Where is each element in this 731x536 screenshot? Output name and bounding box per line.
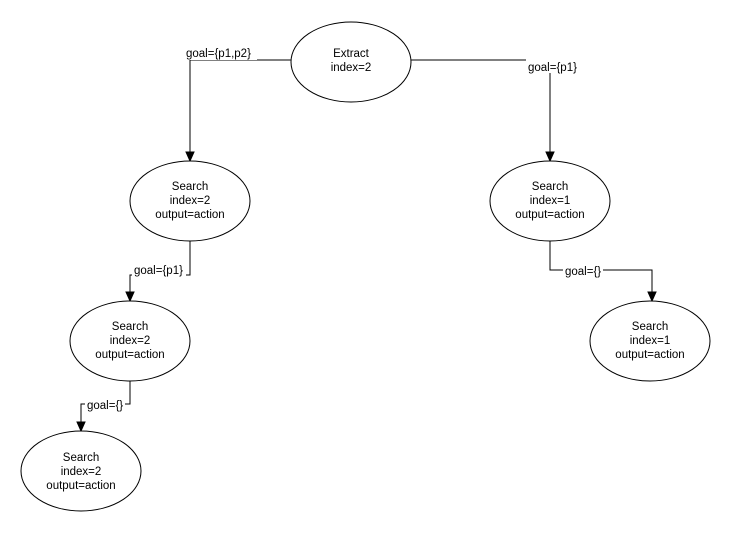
- edge-label-left2-left3: goal={}: [87, 400, 123, 412]
- node-extract: Extract index=2: [290, 21, 412, 103]
- edge-left1-to-left2: goal={p1}: [125, 241, 191, 303]
- node-right1-line-2: index=1: [530, 195, 571, 207]
- node-right2-line-3: output=action: [615, 349, 684, 361]
- node-search-left-2: Search index=2 output=action: [69, 300, 191, 382]
- node-search-right-2: Search index=1 output=action: [589, 300, 711, 382]
- node-extract-line-2: index=2: [331, 62, 372, 74]
- node-left2-line-1: Search: [112, 321, 148, 333]
- node-search-left-3: Search index=2 output=action: [20, 430, 142, 512]
- edge-left2-to-left3: goal={}: [76, 381, 131, 433]
- edge-label-root-left: goal={p1,p2}: [186, 48, 251, 60]
- node-left1-line-2: index=2: [170, 195, 211, 207]
- node-left3-line-3: output=action: [46, 480, 115, 492]
- node-right1-line-3: output=action: [515, 209, 584, 221]
- node-extract-line-1: Extract: [333, 48, 370, 60]
- edge-right1-to-right2: goal={}: [549, 241, 657, 303]
- node-left1-line-1: Search: [172, 181, 208, 193]
- node-search-right-1: Search index=1 output=action: [489, 160, 611, 242]
- node-left2-line-3: output=action: [95, 349, 164, 361]
- edge-root-to-left: goal={p1,p2}: [183, 46, 291, 163]
- edge-root-to-right: goal={p1}: [411, 59, 580, 163]
- node-right2-line-2: index=1: [630, 335, 671, 347]
- node-left3-line-1: Search: [63, 452, 99, 464]
- edge-label-root-right: goal={p1}: [528, 62, 577, 74]
- node-left2-line-2: index=2: [110, 335, 151, 347]
- node-left1-line-3: output=action: [155, 209, 224, 221]
- node-right1-line-1: Search: [532, 181, 568, 193]
- node-left3-line-2: index=2: [61, 466, 102, 478]
- node-right2-line-1: Search: [632, 321, 668, 333]
- node-search-left-1: Search index=2 output=action: [129, 160, 251, 242]
- edge-label-left1-left2: goal={p1}: [134, 265, 183, 277]
- edge-label-right1-right2: goal={}: [565, 266, 601, 278]
